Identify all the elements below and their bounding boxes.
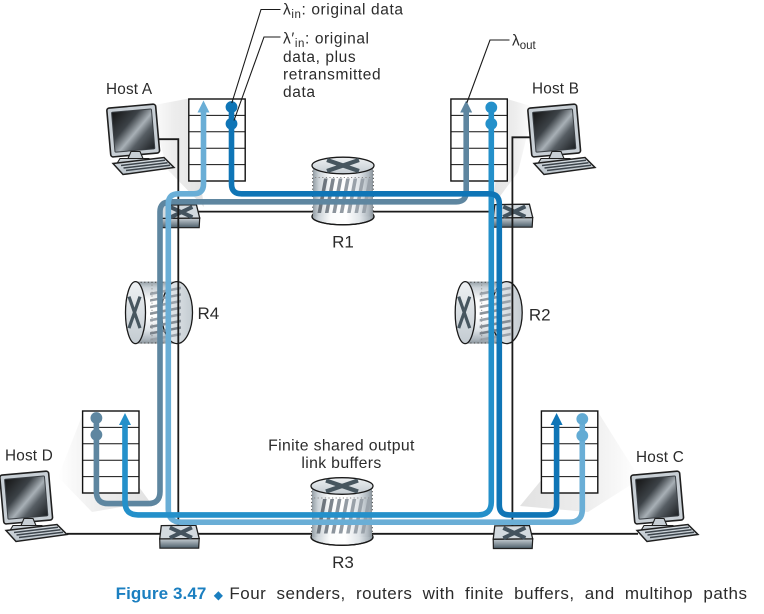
svg-text:Finite shared output: Finite shared output xyxy=(268,438,415,455)
svg-text:data, plus: data, plus xyxy=(283,49,356,66)
svg-text:Figure 3.47 ◆ Four senders, ro: Figure 3.47 ◆ Four senders, routers with… xyxy=(116,584,748,603)
svg-text:λin: original data: λin: original data xyxy=(283,2,404,22)
svg-text:Host A: Host A xyxy=(106,81,153,98)
svg-text:λout: λout xyxy=(512,33,537,53)
svg-text:retransmitted: retransmitted xyxy=(283,67,381,84)
svg-text:R1: R1 xyxy=(332,233,354,252)
svg-text:link buffers: link buffers xyxy=(301,455,381,472)
svg-text:R2: R2 xyxy=(529,306,551,325)
svg-text:λ′in: original: λ′in: original xyxy=(283,31,370,51)
svg-text:Host B: Host B xyxy=(532,81,579,98)
svg-text:R3: R3 xyxy=(332,553,354,572)
svg-text:R4: R4 xyxy=(198,304,220,323)
svg-text:Host C: Host C xyxy=(636,449,684,466)
svg-text:data: data xyxy=(283,84,316,101)
svg-text:Host D: Host D xyxy=(5,448,53,465)
